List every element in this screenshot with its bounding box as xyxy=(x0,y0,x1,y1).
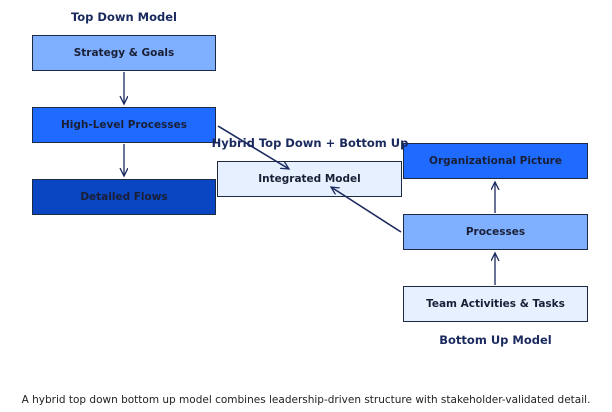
caption-text: A hybrid top down bottom up model combin… xyxy=(21,394,591,406)
arrow-processes-to-integrated xyxy=(331,187,402,233)
detailed-flows-box: Detailed Flows xyxy=(32,179,216,215)
top-down-model-title: Top Down Model xyxy=(70,10,178,24)
arrow-high-level-to-integrated xyxy=(217,125,289,169)
team-activities-tasks-box: Team Activities & Tasks xyxy=(403,286,588,322)
integrated-model-box: Integrated Model xyxy=(217,161,402,197)
high-level-processes-box: High-Level Processes xyxy=(32,107,216,143)
strategy-goals-box: Strategy & Goals xyxy=(32,35,216,71)
bottom-up-model-title: Bottom Up Model xyxy=(439,333,552,347)
processes-box: Processes xyxy=(403,214,588,250)
organizational-picture-box: Organizational Picture xyxy=(403,143,588,179)
hybrid-model-title: Hybrid Top Down + Bottom Up xyxy=(211,136,409,150)
